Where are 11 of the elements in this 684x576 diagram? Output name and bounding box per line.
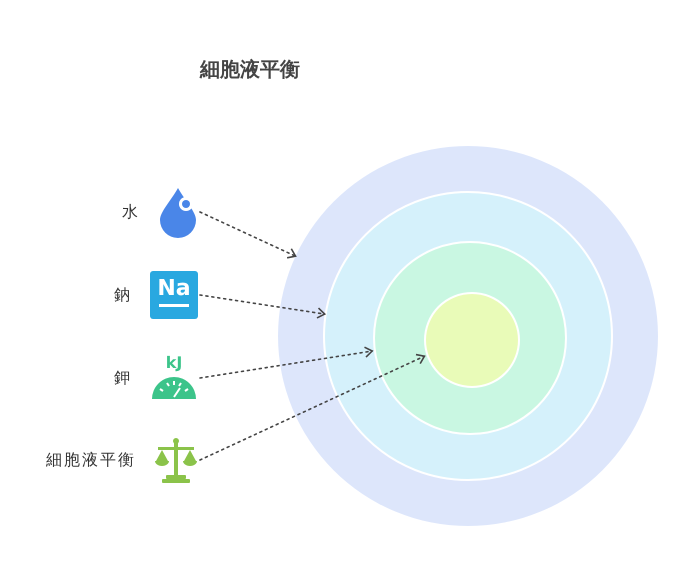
node-label: 細胞液平衡	[46, 450, 136, 470]
unit-label: kJ	[166, 355, 182, 371]
title: 細胞液平衡	[198, 56, 301, 83]
node-label: 水	[122, 202, 140, 222]
sodium-symbol: Na	[150, 271, 198, 319]
dotted-arrow	[199, 294, 326, 319]
dotted-arrow	[199, 354, 426, 461]
dotted-arrow	[199, 211, 296, 259]
dotted-arrow	[199, 346, 373, 379]
node-label: 鈉	[114, 286, 132, 306]
node-label: 鉀	[114, 368, 132, 388]
